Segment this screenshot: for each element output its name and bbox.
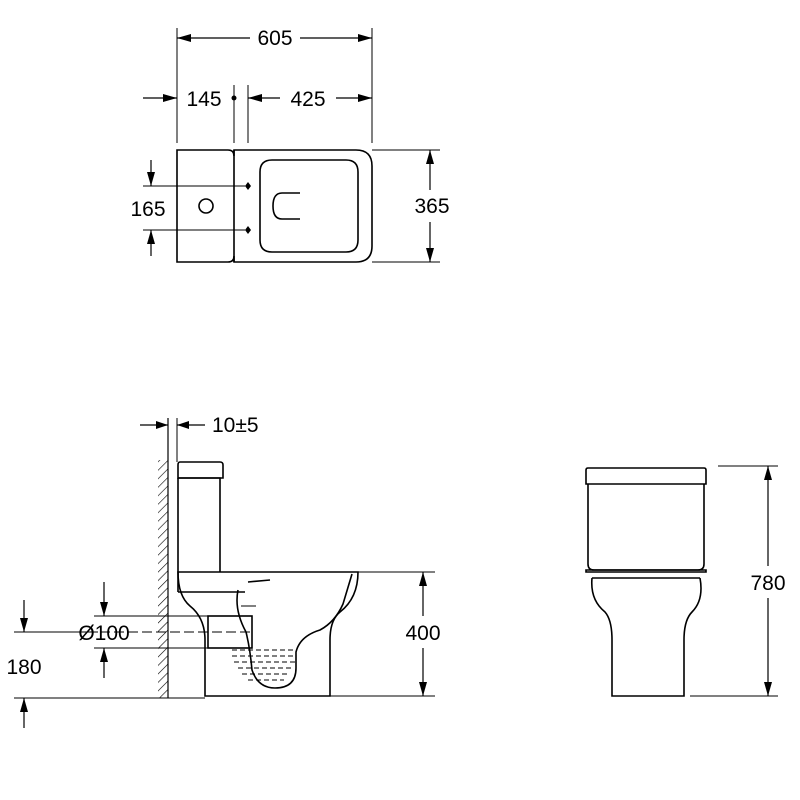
mounting-hole-icon bbox=[198, 198, 214, 214]
mounting-spacing-label: 165 bbox=[130, 198, 165, 221]
seat-height-label: 400 bbox=[405, 622, 440, 645]
toilet-plan-outline bbox=[176, 149, 373, 263]
wall-gap-label: 10±5 bbox=[212, 414, 259, 437]
dimension-outlet-offset: 145 bbox=[143, 88, 237, 111]
dimension-mounting-spacing: 165 bbox=[130, 160, 245, 256]
width-label: 365 bbox=[414, 195, 449, 218]
dimension-total-height: 780 bbox=[690, 465, 786, 697]
bowl-length-label: 425 bbox=[290, 88, 325, 111]
outlet-height-label: 180 bbox=[6, 656, 41, 679]
dimension-seat-height: 400 bbox=[330, 571, 441, 697]
overall-length-label: 605 bbox=[257, 27, 292, 50]
side-view: 10±5 bbox=[6, 414, 441, 728]
dimension-width: 365 bbox=[372, 149, 450, 263]
dimension-overall-length: 605 bbox=[177, 27, 372, 50]
pan-side bbox=[100, 571, 359, 697]
wall-hatch bbox=[158, 460, 168, 698]
dimension-outlet-diameter: Ø100 bbox=[78, 582, 208, 678]
total-height-label: 780 bbox=[750, 572, 785, 595]
water-level bbox=[232, 649, 296, 681]
dimension-bowl-length: 425 bbox=[248, 88, 372, 111]
front-view: 780 bbox=[585, 465, 786, 697]
outlet-offset-label: 145 bbox=[186, 88, 221, 111]
top-view: 605 145 425 bbox=[130, 27, 450, 263]
toilet-front-outline bbox=[585, 467, 707, 697]
dimension-wall-gap: 10±5 bbox=[140, 414, 259, 462]
dimension-outlet-height: 180 bbox=[6, 600, 205, 728]
outlet-diameter-label: Ø100 bbox=[78, 622, 129, 645]
